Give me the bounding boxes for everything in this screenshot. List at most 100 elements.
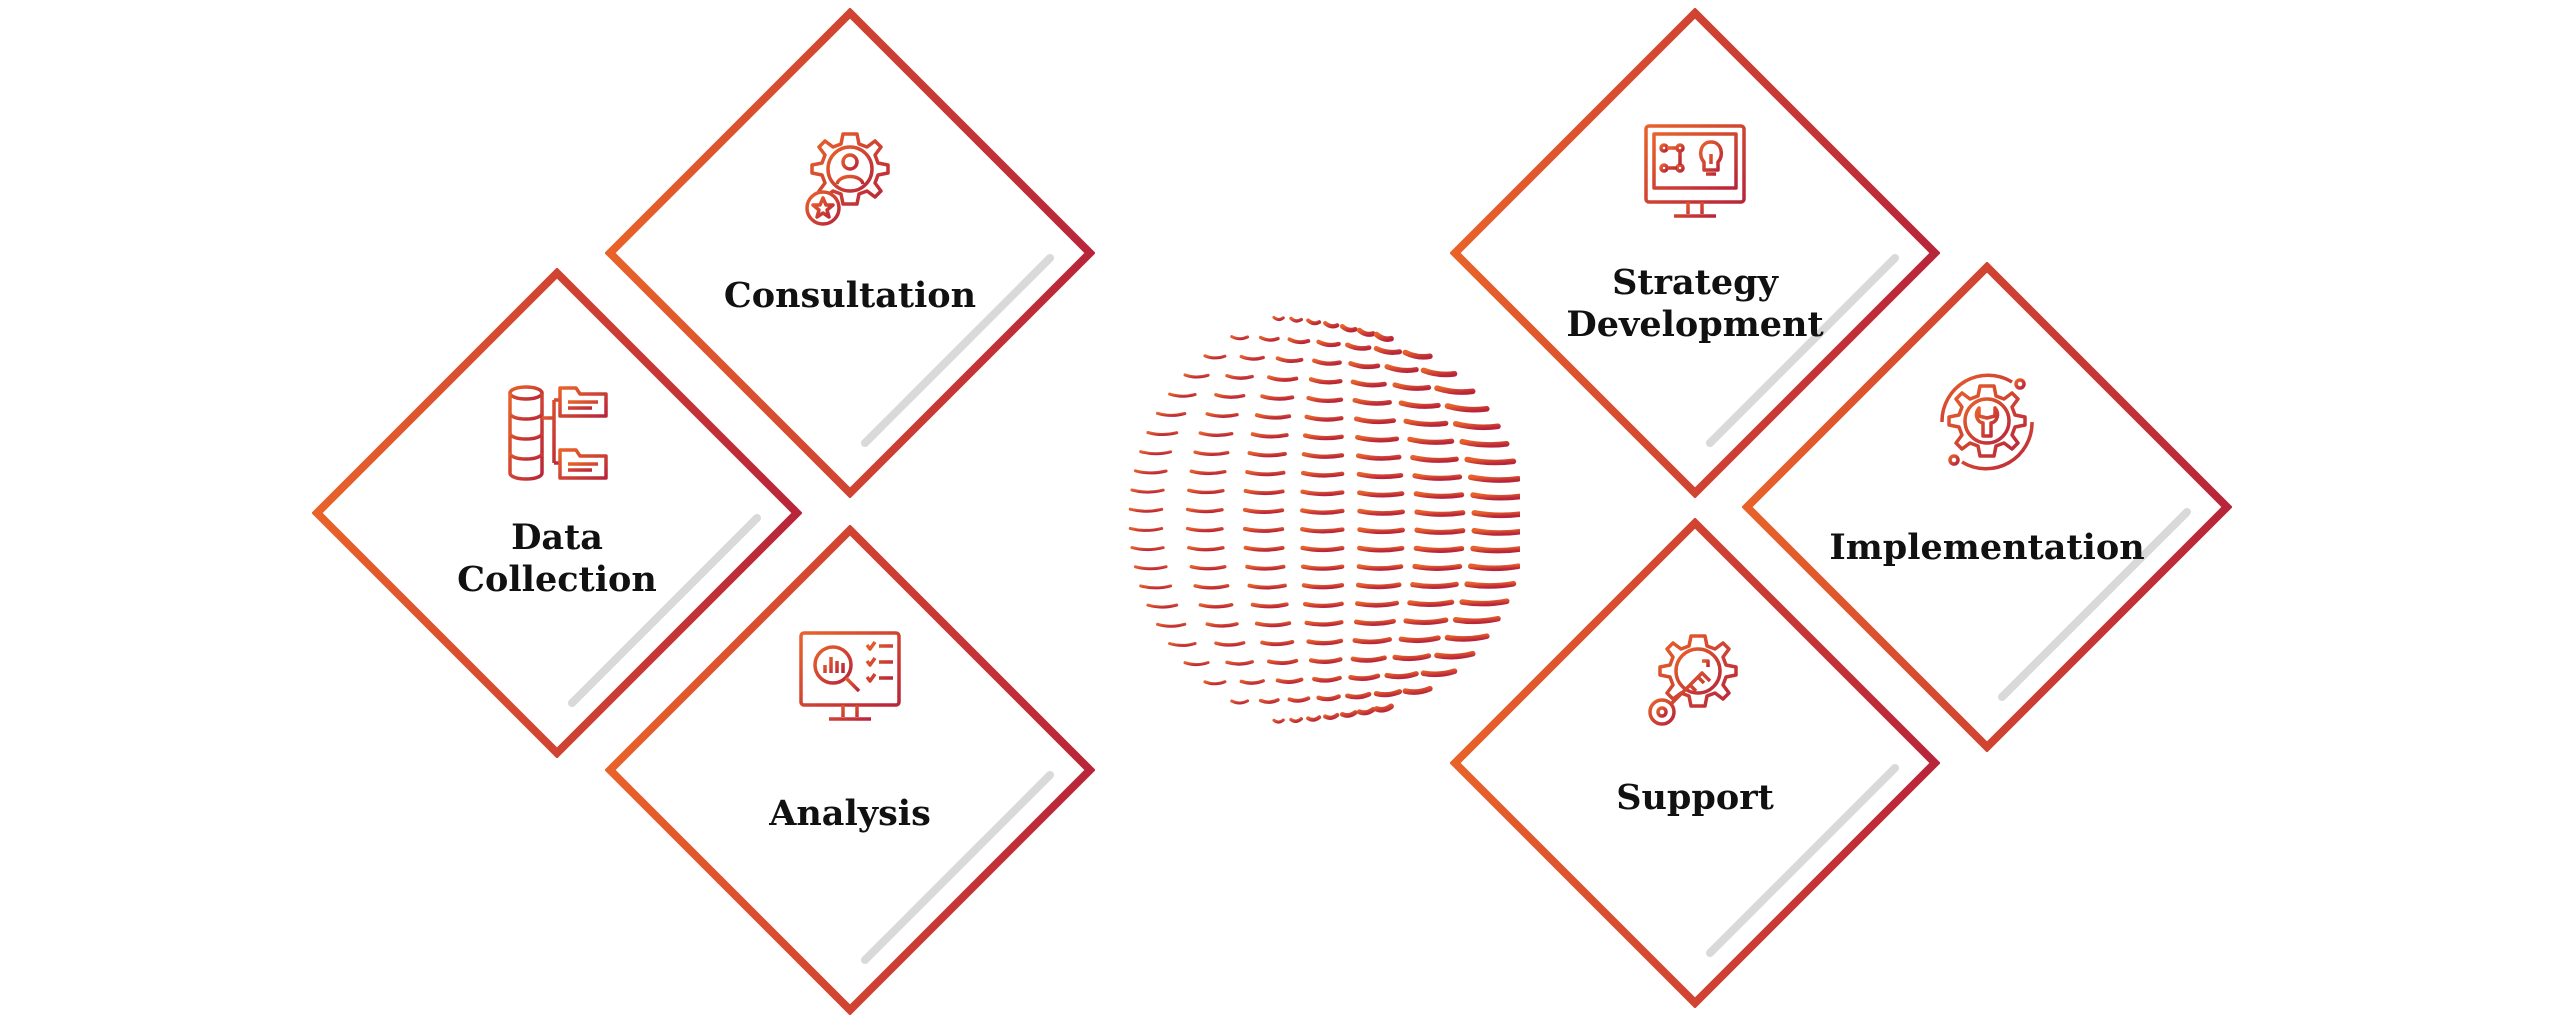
sphere-dash: [1355, 453, 1402, 461]
sphere-dash: [1205, 412, 1239, 418]
sphere-dash: [1444, 403, 1490, 413]
sphere-dash: [1403, 418, 1449, 427]
sphere-dash: [1214, 393, 1246, 399]
sphere-dash: [1348, 361, 1381, 370]
sphere-dash: [1413, 545, 1465, 553]
sphere-dash: [1452, 421, 1501, 431]
sphere-dash: [1289, 316, 1303, 323]
sphere-dash: [1357, 508, 1405, 516]
step-label: Strategy Development: [1566, 262, 1824, 345]
sphere-dash: [1471, 527, 1520, 536]
step-analysis: Analysis: [605, 525, 1095, 1015]
sphere-dash: [1146, 431, 1179, 437]
sphere-dash: [1470, 492, 1520, 501]
sphere-dash: [1300, 470, 1345, 478]
sphere-dash: [1239, 679, 1265, 685]
sphere-dash: [1139, 584, 1173, 590]
sphere-dash: [1193, 450, 1230, 457]
sphere-dash: [1306, 395, 1344, 404]
sphere-dash: [1356, 564, 1404, 571]
sphere-dash: [1412, 563, 1463, 571]
sphere-dash: [1304, 620, 1344, 627]
sphere-dash: [1434, 650, 1476, 660]
step-label: Data Collection: [457, 517, 657, 600]
sphere-dash: [1464, 580, 1517, 589]
sphere-dash: [1471, 510, 1520, 519]
sphere-dash: [1356, 327, 1376, 337]
sphere-dash: [1250, 602, 1289, 609]
sphere-dash: [1301, 452, 1345, 459]
sphere-dash: [1301, 582, 1345, 590]
sphere-dash: [1258, 335, 1280, 342]
sphere-dash: [1302, 433, 1344, 441]
sphere-dash: [1203, 680, 1227, 686]
sphere-dash: [1412, 473, 1463, 481]
monitor-lightbulb-icon: [1640, 118, 1750, 228]
sphere-dash: [1413, 491, 1465, 499]
sphere-dash: [1156, 622, 1187, 628]
sphere-dash: [1402, 349, 1433, 360]
sphere-dash: [1128, 526, 1164, 532]
sphere-dash: [1350, 655, 1387, 663]
sphere-dash: [1187, 488, 1225, 495]
step-label: Support: [1616, 777, 1774, 818]
sphere-dash: [1300, 508, 1345, 515]
sphere-dash: [1373, 345, 1403, 355]
sphere-dash: [1308, 657, 1343, 664]
sphere-dash: [1452, 615, 1501, 625]
sphere-dash: [1302, 601, 1344, 609]
sphere-dash: [1230, 699, 1250, 705]
sphere-dash: [1402, 685, 1433, 695]
sphere-dash: [1403, 617, 1449, 626]
sphere-dash: [1130, 488, 1165, 494]
sphere-dash: [1398, 635, 1441, 644]
sphere-dash: [1459, 598, 1510, 607]
diamond-frame: [1450, 8, 1940, 498]
sphere-dash: [1242, 526, 1285, 533]
sphere-dash: [1352, 637, 1392, 645]
sphere-dash: [1193, 584, 1230, 590]
sphere-dash: [1300, 545, 1345, 553]
sphere-dash: [1287, 337, 1311, 345]
sphere-dash: [1239, 354, 1265, 361]
sphere-dash: [1355, 600, 1400, 608]
sphere-dash: [1312, 358, 1342, 366]
sphere-dash: [1189, 469, 1227, 476]
sphere-dash: [1243, 488, 1285, 496]
sphere-dash: [1205, 622, 1239, 628]
diamond-frame: [1450, 518, 1940, 1008]
sphere-dash: [1275, 677, 1304, 684]
sphere-dash: [1139, 450, 1173, 456]
sphere-dash: [1247, 583, 1287, 590]
sphere-dash: [1267, 658, 1299, 666]
sphere-dash: [1353, 416, 1396, 425]
sphere-dash: [1183, 661, 1210, 667]
step-data-collection: Data Collection: [312, 268, 802, 758]
sphere-dash: [1245, 564, 1286, 571]
sphere-dash: [1130, 546, 1165, 552]
sphere-dash: [1373, 689, 1403, 698]
sphere-dash: [1250, 432, 1289, 439]
step-support: Support: [1450, 518, 1940, 1008]
sphere-dash: [1353, 618, 1396, 626]
sphere-dash: [1323, 320, 1340, 329]
sphere-dash: [1185, 526, 1224, 533]
sphere-dash: [1398, 400, 1441, 409]
sphere-dash: [1254, 621, 1292, 628]
diamond-frame: [605, 8, 1095, 498]
sphere-dash: [1306, 318, 1322, 326]
step-implementation: Implementation: [1742, 262, 2232, 752]
sphere-dash: [1254, 413, 1292, 420]
sphere-dash: [1300, 489, 1345, 497]
sphere-dash: [1470, 545, 1520, 554]
sphere-dash: [1260, 639, 1295, 647]
sphere-dash: [1316, 339, 1341, 348]
monitor-chart-search-icon: [795, 625, 905, 735]
sphere-dash: [1356, 706, 1376, 716]
gear-key-icon: [1640, 628, 1750, 738]
sphere-dash: [1183, 373, 1210, 379]
sphere-dash: [1133, 565, 1168, 571]
sphere-dash: [1146, 603, 1179, 609]
sphere-dash: [1352, 397, 1392, 406]
sphere-dash: [1373, 703, 1394, 713]
